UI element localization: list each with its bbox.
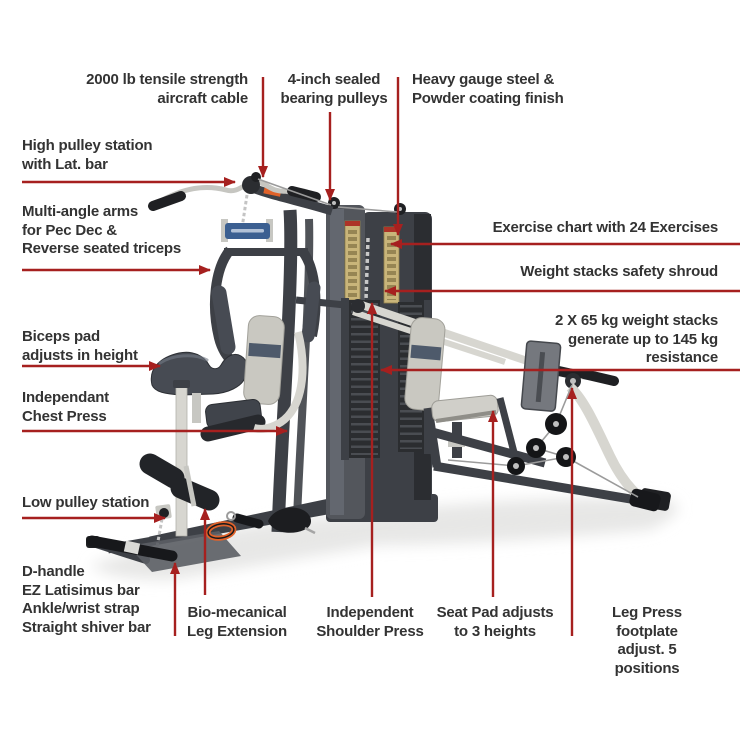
callout-arrows	[22, 77, 740, 636]
aircraft-cable	[257, 178, 332, 206]
floor-shadow	[90, 497, 678, 580]
pec-dec-arms	[210, 246, 321, 366]
high-pulley-station	[148, 172, 398, 239]
label-aircraft-cable: 2000 lb tensile strength aircraft cable	[86, 71, 248, 107]
brand-plate	[221, 219, 273, 242]
chest-press-seat	[200, 315, 307, 442]
label-weight-stacks: 2 X 65 kg weight stacks generate up to 1…	[555, 312, 718, 366]
label-biceps-pad: Biceps pad adjusts in height	[22, 328, 138, 364]
label-low-pulley: Low pulley station	[22, 494, 150, 511]
left-station	[86, 209, 346, 572]
floor-attachments	[86, 507, 316, 572]
label-attachments: D-handle EZ Latisimus bar Ankle/wrist st…	[22, 563, 151, 636]
leg-press-lever	[565, 373, 661, 512]
weight-tower	[326, 197, 432, 519]
label-multi-angle-arms: Multi-angle arms for Pec Dec & Reverse s…	[22, 203, 182, 257]
label-leg-extension: Bio-mecanical Leg Extension	[187, 604, 287, 640]
shoulder-press-backrest	[404, 317, 446, 411]
d-handle	[232, 513, 264, 529]
high-pulley	[251, 172, 261, 182]
label-weight-shroud: Weight stacks safety shroud	[520, 263, 718, 280]
label-high-pulley: High pulley station with Lat. bar	[22, 137, 153, 173]
padded-handle	[268, 507, 312, 533]
label-exercise-chart: Exercise chart with 24 Exercises	[492, 219, 719, 236]
label-seat-pad: Seat Pad adjusts to 3 heights	[436, 604, 554, 640]
label-shoulder-press: Independent Shoulder Press	[316, 604, 424, 640]
leg-press-footplate	[520, 340, 562, 412]
label-leg-press: Leg Press footplate adjust. 5 positions	[612, 604, 682, 677]
label-bearing-pulleys: 4-inch sealed bearing pulleys	[280, 71, 388, 107]
label-chest-press: Independant Chest Press	[22, 389, 109, 425]
leg-extension-rollers	[139, 453, 220, 511]
stack-chain	[364, 237, 370, 301]
label-heavy-gauge-steel: Heavy gauge steel & Powder coating finis…	[412, 71, 564, 107]
